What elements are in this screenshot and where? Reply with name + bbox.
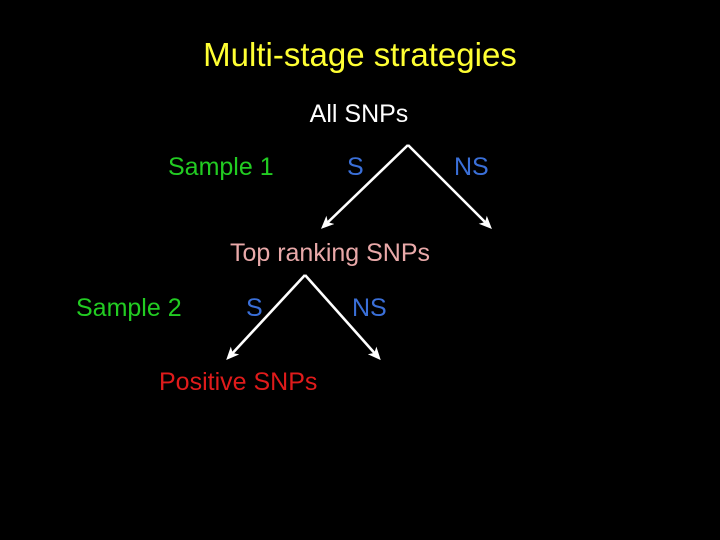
stage-label-sample-1: Sample 1 bbox=[168, 153, 274, 181]
page-title: Multi-stage strategies bbox=[203, 36, 517, 73]
stage-label-sample-2: Sample 2 bbox=[76, 294, 182, 322]
branch-label-ns-stage2: NS bbox=[352, 294, 387, 322]
branch-label-s-stage2: S bbox=[246, 294, 263, 322]
arrow-2-left bbox=[226, 274, 306, 361]
branch-label-s-stage1: S bbox=[347, 153, 364, 181]
node-label-positive-snps: Positive SNPs bbox=[159, 368, 318, 396]
branch-label-ns-stage1: NS bbox=[454, 153, 489, 181]
node-label-top-ranking-snps: Top ranking SNPs bbox=[229, 239, 431, 267]
node-label-all-snps: All SNPs bbox=[309, 100, 409, 128]
arrow-1-left bbox=[321, 144, 409, 229]
